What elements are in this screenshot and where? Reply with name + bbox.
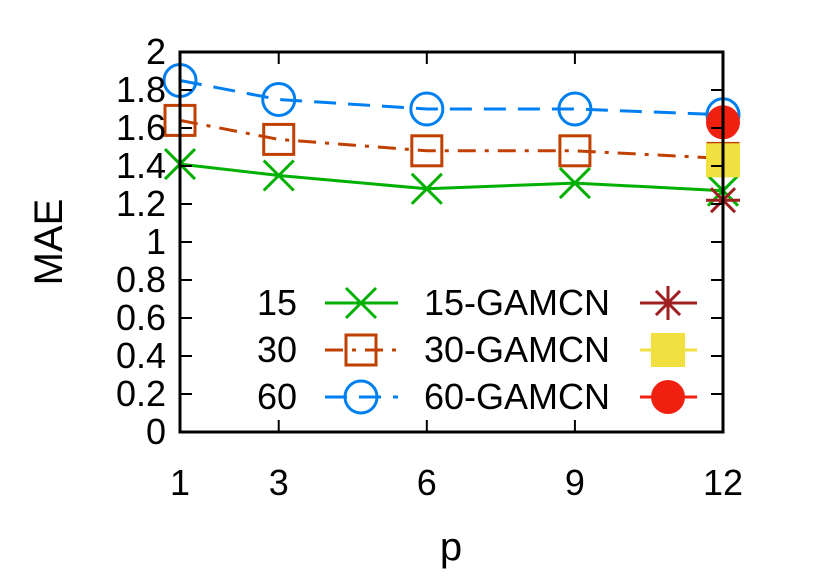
legend-label-60-GAMCN: 60-GAMCN [424,376,610,417]
data-point-15 [410,172,443,205]
legend-marker-30-shape [344,333,378,367]
series-line-60 [179,79,724,117]
legend-marker-15-GAMCN-stroke [654,289,682,317]
legend-label-15-GAMCN: 15-GAMCN [424,282,610,323]
data-point-30-shape [262,122,296,156]
y-tick-label: 0.2 [116,373,166,414]
plot-marks [162,63,741,218]
data-point-60-shape [261,82,297,117]
y-tick-label: 1.4 [116,145,166,186]
data-point-60-shape [557,91,593,127]
legend-label-30: 30 [257,329,297,370]
legend: 15 30 60 15-GAMCN 30-GAMCN 60-GAMCN [257,282,697,417]
y-tick-label: 0.4 [116,335,166,376]
x-axis-title: p [440,525,462,569]
y-tick-label: 0 [146,411,166,452]
legend-marker-60-GAMCN-shape [651,380,685,414]
legend-label-30-GAMCN: 30-GAMCN [424,329,610,370]
legend-marker-15-stroke [344,286,378,320]
legend-label-15: 15 [257,282,297,323]
y-tick-label: 1.2 [116,183,166,224]
y-axis-title: MAE [27,199,71,286]
data-point-30-shape [558,134,592,168]
plot-frame [178,50,725,434]
y-tick-label: 1.8 [116,69,166,110]
data-point-30-shape [410,134,444,168]
legend-marker-30-GAMCN-shape [651,333,685,367]
legend-marker-30 [344,333,378,367]
data-point-15-stroke [262,159,295,192]
data-point-30 [410,134,444,168]
y-tick-label: 1 [146,221,166,262]
legend-marker-60-shape [343,379,379,415]
y-tick-label: 2 [146,31,166,72]
x-tick-label: 1 [170,462,190,503]
legend-marker-30-GAMCN [651,333,685,367]
y-tick-label: 0.6 [116,297,166,338]
y-tick-label: 1.6 [116,107,166,148]
series-line-15 [179,162,724,193]
data-point-15-stroke [410,172,443,205]
legend-marker-15 [344,286,378,320]
x-tick-label: 12 [703,462,743,503]
legend-marker-60 [343,379,379,415]
legend-marker-60-GAMCN [651,380,685,414]
data-point-30 [558,134,592,168]
legend-marker-15-GAMCN [651,286,685,320]
x-tick-label: 6 [417,462,437,503]
data-point-60 [557,91,593,127]
data-point-60 [261,82,297,117]
data-point-30 [262,122,296,156]
data-point-15 [262,159,295,192]
y-tick-label: 0.8 [116,259,166,300]
x-tick-label: 3 [269,462,289,503]
data-point-60 [409,91,445,127]
x-tick-label: 9 [565,462,585,503]
series-line-30 [179,118,724,160]
data-point-60-shape [409,91,445,127]
data-point-15 [558,167,591,200]
data-point-15-stroke [558,167,591,200]
legend-label-60: 60 [257,376,297,417]
